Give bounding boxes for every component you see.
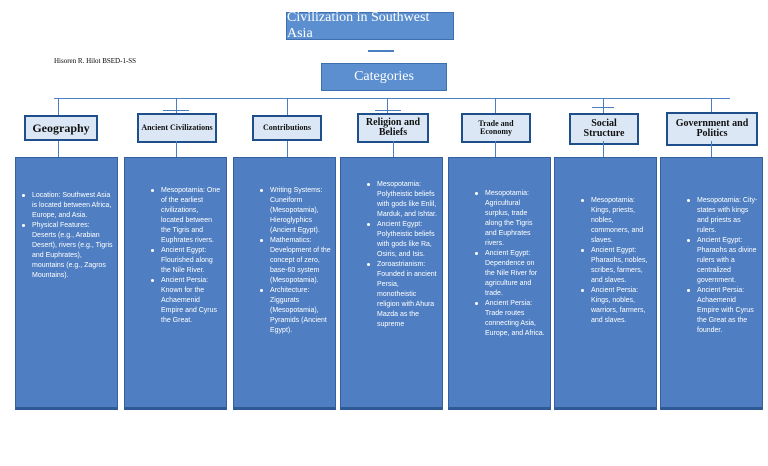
connector-vertical bbox=[176, 141, 177, 157]
column-trade-and-economy: Mesopotamia: Agricultural surplus, trade… bbox=[448, 157, 551, 410]
header-social-structure: Social Structure bbox=[569, 113, 639, 145]
item-list: Location: Southwest Asia is located betw… bbox=[16, 191, 113, 281]
item-list: Mesopotamia: Polytheistic beliefs with g… bbox=[361, 180, 438, 330]
header-underline bbox=[592, 107, 614, 108]
list-item: Writing Systems: Cuneiform (Mesopotamia)… bbox=[260, 186, 331, 236]
item-list: Mesopotamia: One of the earliest civiliz… bbox=[145, 186, 222, 326]
list-item: Architecture: Ziggurats (Mesopotamia), P… bbox=[260, 286, 331, 336]
header-government-and-politics: Government and Politics bbox=[666, 112, 758, 146]
connector-horizontal-line bbox=[54, 98, 730, 99]
connector-vertical bbox=[287, 141, 288, 157]
item-list: Mesopotamia: City-states with kings and … bbox=[681, 196, 758, 336]
list-item: Ancient Egypt: Polytheistic beliefs with… bbox=[367, 220, 438, 260]
author-label: Hisoren R. Hilot BSED-1-SS bbox=[54, 57, 137, 65]
header-underline bbox=[375, 110, 401, 111]
header-ancient-civilizations: Ancient Civilizations bbox=[137, 113, 217, 143]
connector-tick bbox=[387, 98, 388, 116]
connector-tick bbox=[58, 98, 59, 116]
list-item: Physical Features: Deserts (e.g., Arabia… bbox=[22, 222, 113, 279]
list-item: Ancient Egypt: Pharaohs as divine rulers… bbox=[687, 237, 757, 284]
column-government-and-politics: Mesopotamia: City-states with kings and … bbox=[660, 157, 763, 410]
connector-tick bbox=[176, 98, 177, 116]
connector-tick bbox=[495, 98, 496, 116]
column-contributions: Writing Systems: Cuneiform (Mesopotamia)… bbox=[233, 157, 336, 410]
page-title: Civilization in Southwest Asia bbox=[286, 10, 454, 41]
list-item: Zoroastrianism: Founded in ancient Persi… bbox=[367, 261, 437, 328]
list-item: Ancient Egypt: Pharaohs, nobles, scribes… bbox=[581, 246, 652, 286]
header-trade-and-economy: Trade and Economy bbox=[461, 113, 531, 143]
column-social-structure: Mesopotamia: Kings, priests, nobles, com… bbox=[554, 157, 657, 410]
connector-vertical bbox=[711, 141, 712, 157]
item-list: Mesopotamia: Kings, priests, nobles, com… bbox=[575, 196, 652, 326]
connector-vertical bbox=[603, 141, 604, 157]
list-item: Mathematics: Development of the concept … bbox=[260, 237, 331, 284]
list-item: Ancient Persia: Trade routes connecting … bbox=[475, 300, 545, 337]
list-item: Location: Southwest Asia is located betw… bbox=[22, 192, 112, 219]
header-underline bbox=[163, 110, 189, 111]
list-item: Ancient Egypt: Dependence on the Nile Ri… bbox=[475, 249, 546, 299]
header-religion-and-beliefs: Religion and Beliefs bbox=[357, 113, 429, 143]
column-ancient-civilizations: Mesopotamia: One of the earliest civiliz… bbox=[124, 157, 227, 410]
list-item: Mesopotamia: City-states with kings and … bbox=[687, 197, 758, 234]
connector-vertical bbox=[58, 141, 59, 157]
connector-vertical bbox=[393, 141, 394, 157]
title-underline bbox=[368, 50, 394, 52]
connector-vertical bbox=[495, 141, 496, 157]
column-geography: Location: Southwest Asia is located betw… bbox=[15, 157, 118, 410]
item-list: Mesopotamia: Agricultural surplus, trade… bbox=[469, 189, 546, 339]
header-geography: Geography bbox=[24, 115, 98, 141]
categories-node: Categories bbox=[321, 63, 447, 91]
column-religion-and-beliefs: Mesopotamia: Polytheistic beliefs with g… bbox=[340, 157, 443, 410]
connector-tick bbox=[711, 98, 712, 116]
item-list: Writing Systems: Cuneiform (Mesopotamia)… bbox=[254, 186, 331, 336]
list-item: Mesopotamia: Kings, priests, nobles, com… bbox=[581, 196, 652, 246]
connector-tick bbox=[287, 98, 288, 116]
list-item: Mesopotamia: Polytheistic beliefs with g… bbox=[367, 181, 437, 218]
list-item: Ancient Persia: Achaemenid Empire with C… bbox=[687, 286, 758, 336]
list-item: Ancient Egypt: Flourished along the Nile… bbox=[151, 246, 222, 276]
list-item: Mesopotamia: Agricultural surplus, trade… bbox=[475, 189, 546, 249]
list-item: Ancient Persia: Known for the Achaemenid… bbox=[151, 276, 222, 326]
header-contributions: Contributions bbox=[252, 115, 322, 141]
list-item: Mesopotamia: One of the earliest civiliz… bbox=[151, 187, 221, 244]
list-item: Ancient Persia: Kings, nobles, warriors,… bbox=[581, 286, 652, 326]
